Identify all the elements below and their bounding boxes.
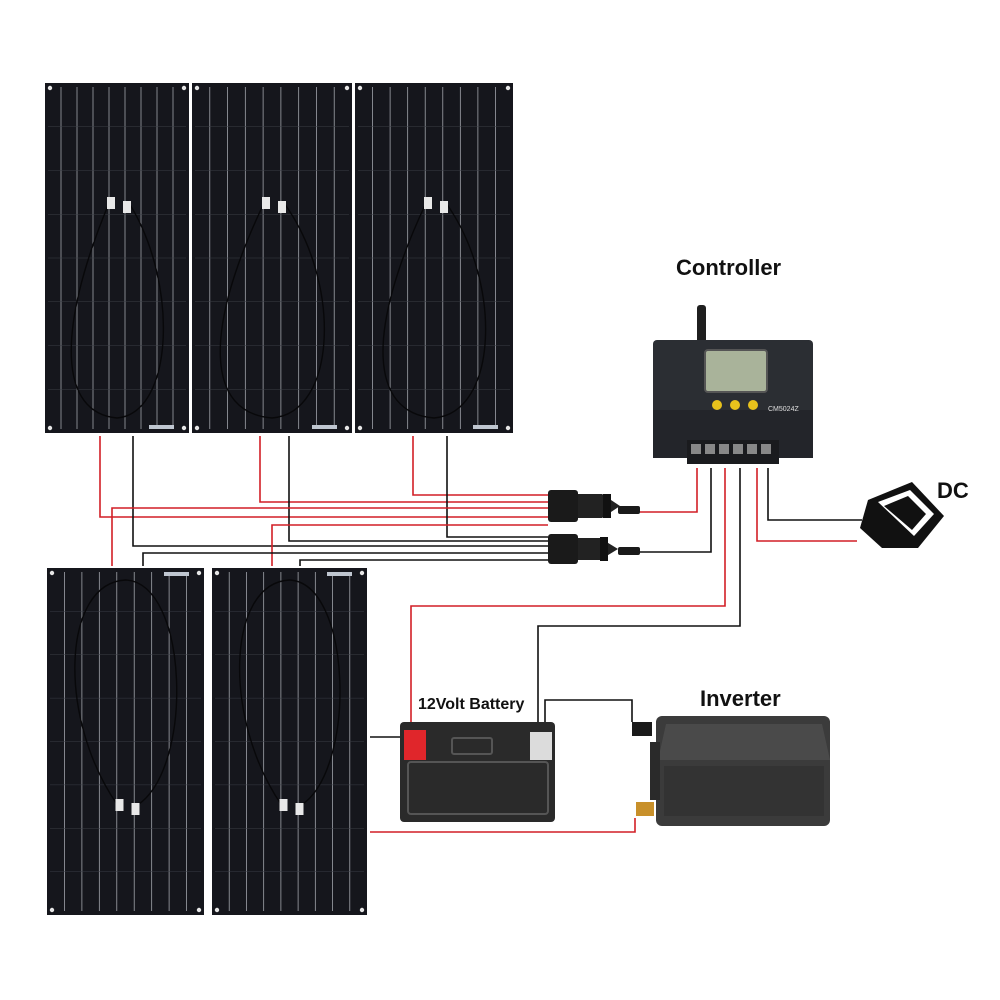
junction-box [279, 799, 288, 811]
solar-panel-icon [355, 83, 513, 433]
solar-panel-icon [45, 83, 189, 433]
black-wire [132, 436, 548, 547]
black-wire [446, 436, 548, 538]
mc4-branch-connector-icon [548, 534, 640, 564]
red-wire [370, 818, 636, 833]
battery-label: 12Volt Battery [418, 696, 525, 713]
controller-label: Controller [676, 255, 782, 280]
panel-label-strip [149, 425, 174, 429]
junction-box [424, 197, 432, 209]
mount-hole [359, 570, 365, 576]
black-wire [142, 552, 548, 566]
panel-label-strip [164, 572, 189, 576]
red-wire [412, 436, 548, 496]
black-wire [767, 468, 862, 521]
mount-hole [214, 907, 220, 913]
red-wire [410, 468, 726, 738]
mount-hole [194, 85, 200, 91]
junction-box [115, 799, 124, 811]
red-wire [640, 468, 698, 513]
junction-box [107, 197, 115, 209]
charge-controller-icon: CM5024Z [653, 305, 813, 464]
black-wire [640, 468, 712, 553]
dc-label: DC [937, 478, 969, 503]
panel-cable [70, 202, 165, 419]
battery-icon [400, 722, 555, 822]
inverter-icon [632, 716, 830, 826]
mount-hole [181, 85, 187, 91]
panel-label-strip [327, 572, 352, 576]
junction-box [278, 201, 286, 213]
mount-hole [47, 425, 53, 431]
dc-lamp-icon [860, 482, 944, 548]
red-wire [111, 507, 548, 566]
mount-hole [357, 425, 363, 431]
junction-box [295, 803, 304, 815]
inverter-label: Inverter [700, 686, 781, 711]
mount-hole [214, 570, 220, 576]
junction-box [123, 201, 131, 213]
mount-hole [49, 907, 55, 913]
junction-box [262, 197, 270, 209]
black-wire [299, 559, 548, 566]
junction-box [131, 803, 140, 815]
mount-hole [194, 425, 200, 431]
mount-hole [47, 85, 53, 91]
mount-hole [196, 907, 202, 913]
red-wire [99, 436, 548, 518]
panel-label-strip [312, 425, 337, 429]
mount-hole [344, 85, 350, 91]
black-wire [288, 436, 548, 542]
mount-hole [196, 570, 202, 576]
panel-wires [99, 436, 862, 833]
black-wire [537, 468, 741, 738]
mount-hole [49, 570, 55, 576]
mount-hole [505, 425, 511, 431]
panel-cable [74, 579, 178, 806]
solar-panel-icon [47, 568, 204, 915]
solar-panel-icon [212, 568, 367, 915]
black-wire [544, 699, 633, 738]
solar-panel-icon [192, 83, 352, 433]
mc4-branch-connector-icon [548, 490, 640, 522]
junction-box [440, 201, 448, 213]
panel-cable [239, 579, 341, 806]
mount-hole [357, 85, 363, 91]
panel-cable [219, 202, 325, 419]
red-wire [259, 436, 548, 503]
mount-hole [505, 85, 511, 91]
mount-hole [359, 907, 365, 913]
mount-hole [181, 425, 187, 431]
red-wire [756, 468, 857, 542]
mount-hole [344, 425, 350, 431]
panel-cable [382, 202, 487, 419]
controller-model: CM5024Z [768, 406, 799, 413]
panel-label-strip [473, 425, 498, 429]
